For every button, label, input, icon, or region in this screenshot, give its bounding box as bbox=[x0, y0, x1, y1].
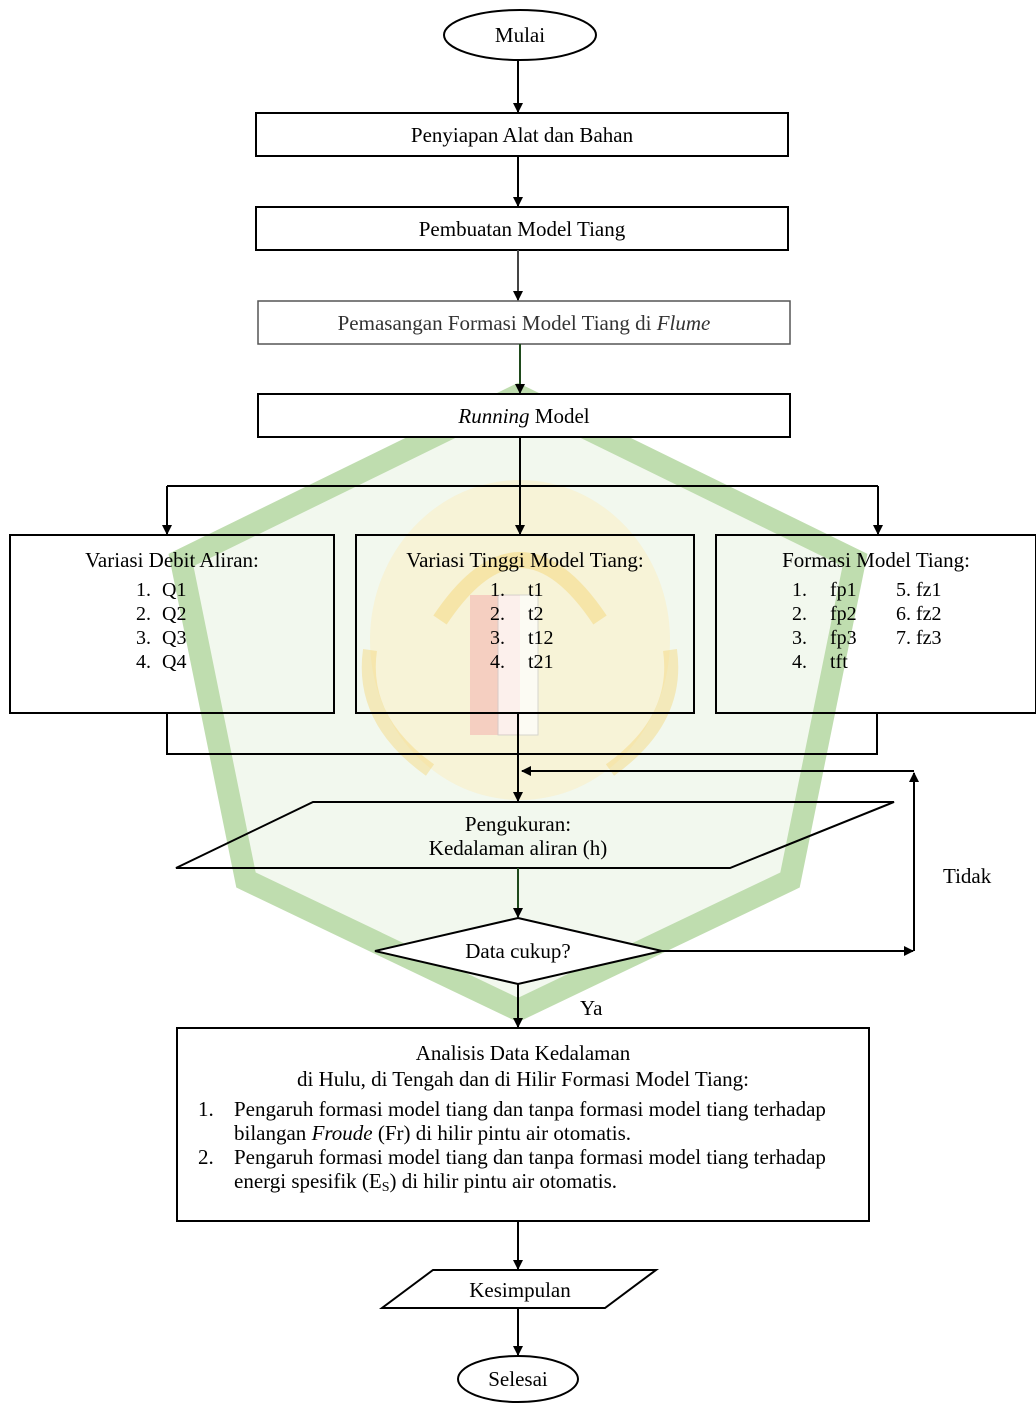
list-item: 4.Q4 bbox=[136, 651, 187, 673]
analysis-title1: Analisis Data Kedalaman bbox=[415, 1041, 631, 1065]
end-terminator bbox=[457, 1355, 579, 1403]
step-model-label: Pembuatan Model Tiang bbox=[418, 217, 626, 241]
analysis-item-2: 2. Pengaruh formasi model tiang dan tanp… bbox=[198, 1145, 826, 1195]
list-item: 3.t12 bbox=[490, 627, 554, 649]
decision-yes-label: Ya bbox=[580, 996, 603, 1020]
decision-no-label: Tidak bbox=[943, 864, 992, 888]
formasi-list-right: 5. fz1 6. fz2 7. fz3 bbox=[896, 578, 942, 650]
analysis-title2: di Hulu, di Tengah dan di Hilir Formasi … bbox=[297, 1067, 749, 1091]
start-terminator bbox=[443, 9, 597, 61]
list-item: 2.t2 bbox=[490, 603, 544, 625]
conclusion-label: Kesimpulan bbox=[469, 1278, 571, 1302]
step-running-italic: Running bbox=[458, 404, 530, 428]
list-item: 2.Q2 bbox=[136, 603, 187, 625]
debit-list: 1.Q1 2.Q2 3.Q3 4.Q4 bbox=[136, 578, 186, 674]
tinggi-title: Variasi Tinggi Model Tiang: bbox=[406, 548, 644, 572]
list-item: 3.fp3 bbox=[792, 627, 857, 649]
list-item: 1.fp1 bbox=[792, 579, 857, 601]
formasi-title: Formasi Model Tiang: bbox=[782, 548, 970, 572]
debit-title: Variasi Debit Aliran: bbox=[85, 548, 259, 572]
step-install-label: Pemasangan Formasi Model Tiang di Flume bbox=[258, 311, 790, 335]
list-item: 4.t21 bbox=[490, 651, 554, 673]
list-item: 3.Q3 bbox=[136, 627, 187, 649]
tinggi-box bbox=[355, 534, 695, 714]
line-merge bbox=[166, 713, 878, 755]
list-item: 4.tft bbox=[792, 651, 848, 673]
list-item: 5. fz1 bbox=[896, 579, 942, 601]
analysis-list: 1. Pengaruh formasi model tiang dan tanp… bbox=[190, 1097, 830, 1200]
start-label: Mulai bbox=[494, 23, 546, 47]
end-label: Selesai bbox=[488, 1367, 548, 1391]
measure-line2: Kedalaman aliran (h) bbox=[428, 836, 608, 860]
step-running-text: Model bbox=[529, 404, 590, 428]
step-install-italic: Flume bbox=[656, 311, 711, 335]
list-item: 6. fz2 bbox=[896, 603, 942, 625]
conclusion-parallelogram bbox=[378, 1269, 660, 1309]
formasi-list-left: 1.fp1 2.fp2 3.fp3 4.tft bbox=[792, 578, 857, 674]
list-item: 1.t1 bbox=[490, 579, 544, 601]
measure-parallelogram bbox=[175, 801, 895, 869]
install-box bbox=[257, 300, 791, 345]
decision-label: Data cukup? bbox=[465, 939, 571, 963]
analysis-item-1: 1. Pengaruh formasi model tiang dan tanp… bbox=[198, 1097, 826, 1145]
list-item: 7. fz3 bbox=[896, 627, 942, 649]
list-item: 1.Q1 bbox=[136, 579, 187, 601]
debit-box bbox=[9, 534, 335, 714]
prep-box bbox=[255, 112, 789, 157]
tinggi-list: 1.t1 2.t2 3.t12 4.t21 bbox=[490, 578, 554, 674]
list-item: 2.fp2 bbox=[792, 603, 857, 625]
measure-line1: Pengukuran: bbox=[464, 812, 572, 836]
running-box bbox=[257, 393, 791, 438]
step-running-label: Running Model bbox=[258, 404, 790, 428]
model-box bbox=[255, 206, 789, 251]
step-prep-label: Penyiapan Alat dan Bahan bbox=[410, 123, 634, 147]
analysis-box bbox=[176, 1027, 870, 1222]
step-install-text: Pemasangan Formasi Model Tiang di bbox=[337, 311, 657, 335]
